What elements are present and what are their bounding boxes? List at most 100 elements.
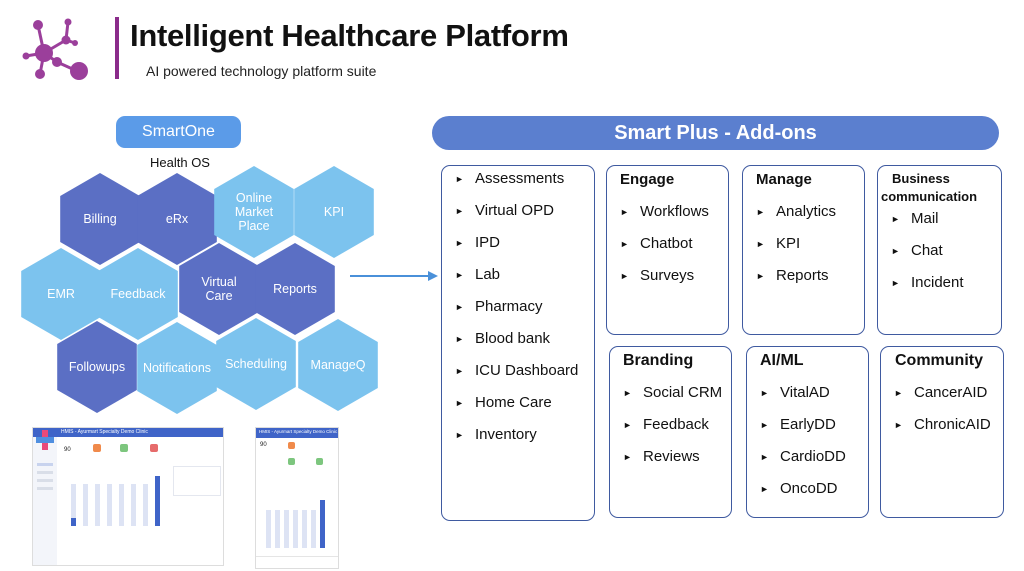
flow-arrow <box>350 269 440 288</box>
thumb-sidebar <box>33 437 57 565</box>
smartone-label: SmartOne <box>116 116 241 148</box>
core-module-item: ► ICU Dashboard <box>455 362 578 379</box>
addon-item-label: Reports <box>776 267 829 284</box>
hexagon-label: Billing <box>83 212 117 226</box>
health-os-caption: Health OS <box>150 155 210 170</box>
addon-item-label: EarlyDD <box>780 416 836 433</box>
hexagon-label: Followups <box>68 360 126 374</box>
addon-item-label: Social CRM <box>643 384 723 401</box>
addon-item-label: Surveys <box>640 267 695 284</box>
bullet-triangle-icon: ► <box>891 278 900 289</box>
addon-group-title: AI/ML <box>760 352 804 369</box>
bullet-triangle-icon: ► <box>455 302 464 313</box>
bullet-triangle-icon: ► <box>756 207 765 218</box>
core-module-label: Inventory <box>475 426 537 443</box>
hexagon-erx <box>137 173 217 265</box>
thumb-title: HMIS - Ayurmart Specialty Demo Clinic <box>259 429 338 434</box>
bullet-triangle-icon: ► <box>455 366 464 377</box>
hexagon-label: ManageQ <box>310 358 366 372</box>
hexagon-layer <box>21 166 378 414</box>
core-module-item: ►Assessments <box>455 170 564 187</box>
core-module-label: IPD <box>475 234 501 251</box>
addon-group-box <box>877 165 1002 335</box>
bullet-triangle-icon: ► <box>455 334 464 345</box>
addon-item: ► Social CRM <box>623 384 722 401</box>
thumb-stat: 90 <box>260 442 267 448</box>
thumb-stat: 90 <box>64 447 71 453</box>
hexagon-notifications <box>137 322 217 414</box>
hexagon-billing <box>60 173 140 265</box>
core-module-label: Assessments <box>475 170 565 187</box>
core-module-item: ► Pharmacy <box>455 298 543 315</box>
addon-item: ► EarlyDD <box>760 416 836 433</box>
addon-item-label: ChronicAID <box>914 416 991 433</box>
addon-item: ►CancerAID <box>894 384 987 401</box>
bullet-triangle-icon: ► <box>455 398 464 409</box>
bullet-triangle-icon: ► <box>455 430 464 441</box>
bullet-triangle-icon: ► <box>891 246 900 257</box>
bullet-triangle-icon: ► <box>620 239 629 250</box>
addon-group-title: Engage <box>620 171 675 188</box>
hexagon-scheduling <box>216 318 296 410</box>
bullet-triangle-icon: ► <box>623 452 632 463</box>
addon-item: ►VitalAD <box>760 384 830 401</box>
thumb-header-bar <box>33 428 223 437</box>
addon-item: ►Reports <box>756 267 829 284</box>
addon-item-label: Chat <box>911 242 943 259</box>
core-module-item: ► Inventory <box>455 426 537 443</box>
bullet-triangle-icon: ► <box>756 239 765 250</box>
thumb-header-bar <box>256 428 338 438</box>
core-module-item: ► IPD <box>455 234 500 251</box>
addon-item-label: Chatbot <box>640 235 693 252</box>
bullet-triangle-icon: ► <box>891 214 900 225</box>
addon-item-label: Workflows <box>640 203 709 220</box>
addon-item: ► ChronicAID <box>894 416 991 433</box>
bullet-triangle-icon: ► <box>455 206 464 217</box>
core-module-item: ► Home Care <box>455 394 552 411</box>
addon-item: ► Surveys <box>620 267 694 284</box>
core-module-item: ►Blood bank <box>455 330 550 347</box>
core-module-label: Virtual OPD <box>475 202 554 219</box>
addon-item: ► OncoDD <box>760 480 838 497</box>
addon-item-label: Reviews <box>643 448 700 465</box>
bullet-triangle-icon: ► <box>894 388 903 399</box>
addon-group-box <box>880 346 1004 518</box>
molecule-network-icon <box>22 18 88 80</box>
addon-item: ►Workflows <box>620 203 709 220</box>
hexagon-label: Reports <box>273 282 317 296</box>
hexagon-online-market-place <box>214 166 294 258</box>
core-module-label: Pharmacy <box>475 298 543 315</box>
bullet-triangle-icon: ► <box>455 238 464 249</box>
addon-item-label: Analytics <box>776 203 837 220</box>
addon-item-label: OncoDD <box>780 480 838 497</box>
addon-item: ► Chat <box>891 242 943 259</box>
hexagon-followups <box>57 321 137 413</box>
core-module-label: ICU Dashboard <box>475 362 579 379</box>
bullet-triangle-icon: ► <box>760 420 769 431</box>
page-title: Intelligent Healthcare Platform <box>130 18 569 53</box>
hexagon-label: Scheduling <box>225 357 287 371</box>
logo <box>20 15 95 90</box>
thumb-bar-chart <box>71 476 160 526</box>
hexagon-virtual-care <box>179 243 259 335</box>
bullet-triangle-icon: ► <box>623 388 632 399</box>
addon-item-label: VitalAD <box>780 384 830 401</box>
core-module-item: ►Lab <box>455 266 500 283</box>
bullet-triangle-icon: ► <box>760 484 769 495</box>
addon-group-title: Branding <box>623 352 694 369</box>
addon-item: ► Chatbot <box>620 235 693 252</box>
bullet-triangle-icon: ► <box>620 271 629 282</box>
core-module-label: Home Care <box>475 394 552 411</box>
addon-item: ►CardioDD <box>760 448 846 465</box>
core-modules-box <box>441 165 595 521</box>
core-module-item: ► Virtual OPD <box>455 202 554 219</box>
desktop-dashboard-thumbnail: HMIS - Ayurmart Specialty Demo Clinic 90 <box>32 427 224 566</box>
bullet-triangle-icon: ► <box>894 420 903 431</box>
thumb-bar-chart <box>266 500 325 548</box>
addon-item: ► Reviews <box>623 448 700 465</box>
addon-group-box <box>746 346 869 518</box>
addon-group-box <box>609 346 732 518</box>
